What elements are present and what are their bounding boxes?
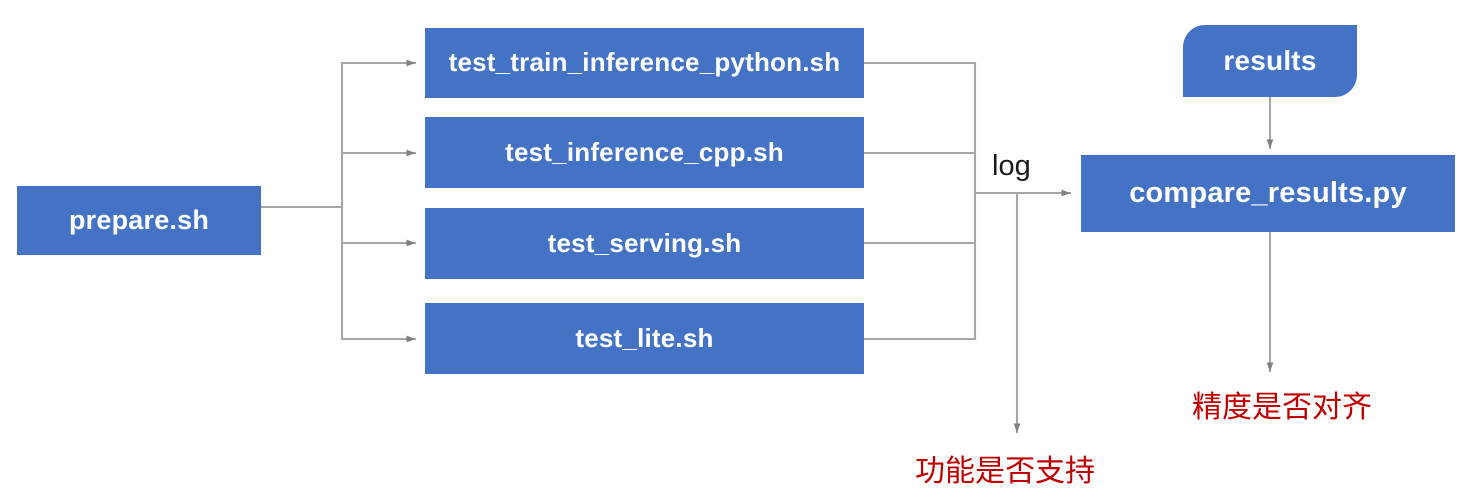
node-compare-results-py-label: compare_results.py	[1129, 177, 1407, 210]
node-test-serving-sh-label: test_serving.sh	[547, 227, 742, 258]
node-results[interactable]: results	[1183, 25, 1357, 97]
node-test-lite-sh[interactable]: test_lite.sh	[425, 303, 864, 374]
node-test-inference-cpp-sh[interactable]: test_inference_cpp.sh	[425, 117, 864, 188]
edge-label-log: log	[992, 150, 1031, 182]
node-test-train-inference-python-sh[interactable]: test_train_inference_python.sh	[425, 28, 864, 98]
node-test-train-inference-python-sh-label: test_train_inference_python.sh	[448, 47, 841, 78]
note-function-supported: 功能是否支持	[915, 455, 1095, 488]
node-prepare-sh-label: prepare.sh	[68, 205, 210, 236]
node-test-lite-sh-label: test_lite.sh	[575, 322, 714, 353]
node-compare-results-py[interactable]: compare_results.py	[1081, 155, 1455, 232]
note-accuracy-aligned: 精度是否对齐	[1192, 391, 1372, 424]
node-test-serving-sh[interactable]: test_serving.sh	[425, 208, 864, 279]
node-results-label: results	[1223, 45, 1317, 77]
node-test-inference-cpp-sh-label: test_inference_cpp.sh	[505, 136, 784, 167]
node-prepare-sh[interactable]: prepare.sh	[17, 186, 261, 255]
